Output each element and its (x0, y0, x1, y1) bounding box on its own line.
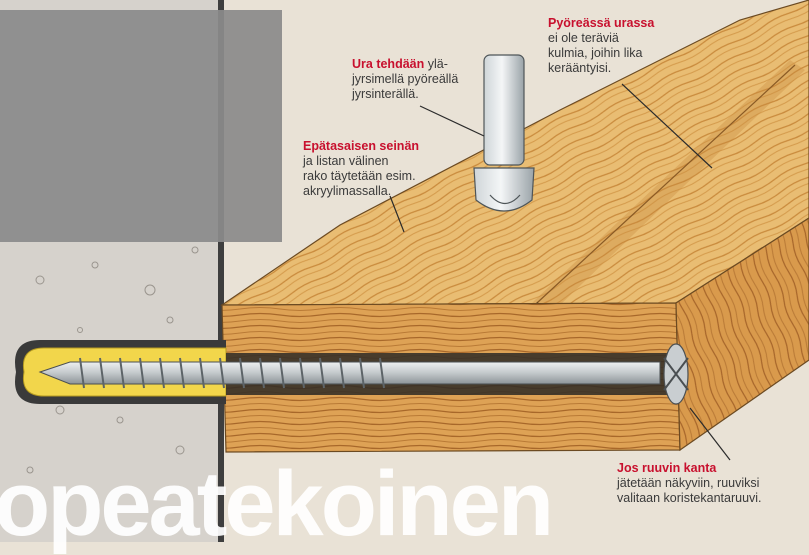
screw (38, 343, 689, 405)
annotation-line: valitaan koristekantaruuvi. (617, 491, 762, 505)
annotation-line: jyrsinterällä. (352, 87, 419, 101)
grey-panel (0, 10, 282, 242)
annotation-line: akryylimassalla. (303, 184, 392, 198)
annotation-line: jätetään näkyviin, ruuviksi (617, 476, 760, 490)
annotation-line: rako täytetään esim. (303, 169, 416, 183)
router-bit (473, 54, 535, 212)
annotation-line: kerääntyisi. (548, 61, 612, 75)
annotation-uneven-wall: Epätasaisen seinän ja listan välinen rak… (303, 139, 419, 199)
annotation-heading-line: Ura tehdään ylä- (352, 57, 458, 72)
annotation-line: ei ole teräviä (548, 31, 619, 45)
annotation-heading: Epätasaisen seinän (303, 139, 420, 153)
annotation-rounded-groove: Pyöreässä urassa ei ole teräviä kulmia, … (548, 16, 654, 76)
page-title: opeatekoinen (0, 453, 554, 555)
annotation-heading: Jos ruuvin kanta (617, 461, 717, 475)
annotation-heading-suffix: ylä- (424, 57, 448, 71)
annotation-line: kulmia, joihin lika (548, 46, 643, 60)
illustration (0, 0, 809, 542)
annotation-line: jyrsimellä pyöreällä (352, 72, 459, 86)
annotation-heading: Ura tehdään (352, 57, 425, 71)
annotation-screw-head: Jos ruuvin kanta jätetään näkyviin, ruuv… (617, 461, 762, 506)
leader-lines (389, 83, 731, 461)
annotation-line: ja listan välinen (303, 154, 389, 168)
annotation-groove-made: Ura tehdään ylä- jyrsimellä pyöreällä jy… (352, 57, 458, 102)
annotation-heading: Pyöreässä urassa (548, 16, 655, 30)
